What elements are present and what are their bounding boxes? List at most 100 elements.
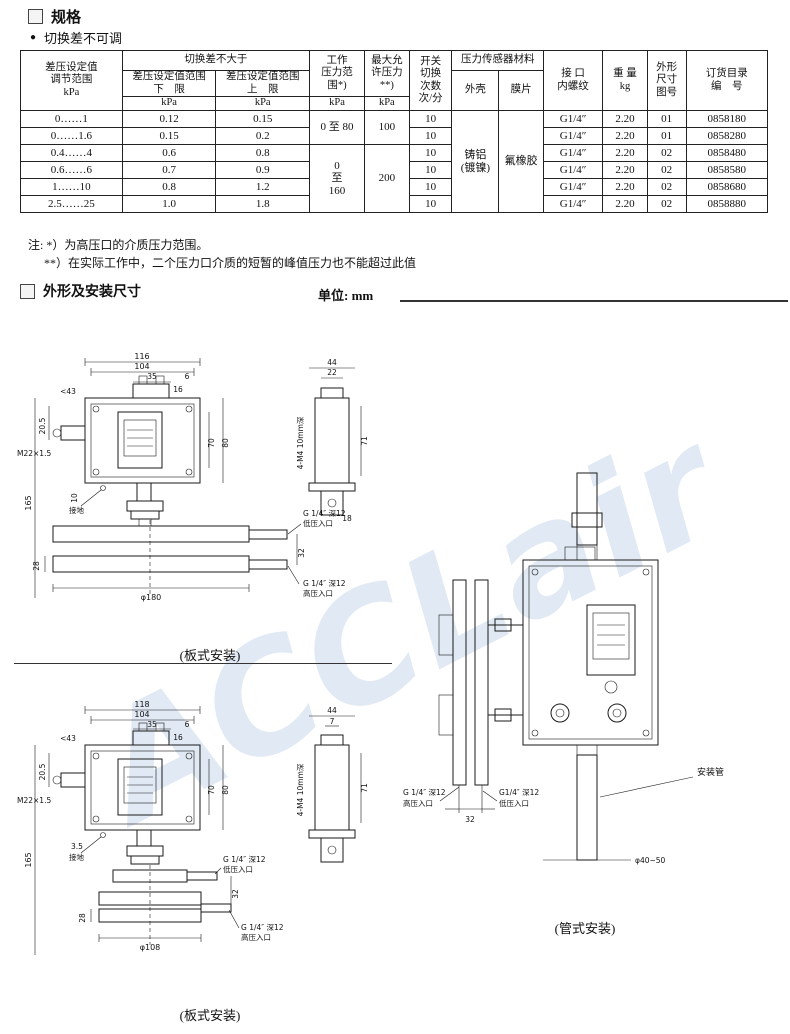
table-cell-merged: 0 至 160 <box>309 144 365 213</box>
col-header-max-pressure: 最大允 许压力 **) <box>363 50 410 97</box>
dim-label: 20.5 <box>38 763 47 780</box>
drawing-pipe-mount: G 1/4″ 深12 高压入口 32 G1/4″ 深12 低压入口 安装管 φ4… <box>403 472 724 865</box>
port-label: G1/4″ 深12 <box>499 788 539 797</box>
col-header-weight: 重 量 kg <box>602 50 648 111</box>
table-cell: 0.8 <box>121 178 217 196</box>
dim-label: 70 <box>207 438 216 448</box>
table-cell-merged: 氟橡胶 <box>498 110 545 213</box>
spec-bullet-text: 切换差不可调 <box>44 31 123 46</box>
dim-label: 10 <box>70 493 79 503</box>
table-cell: 0……1 <box>20 110 123 128</box>
dim-label: 118 <box>134 700 149 709</box>
device-front-view <box>522 546 659 746</box>
unit-kpa: kPa <box>121 96 217 111</box>
drawing-plate-mount-2: 118 104 35 16 6 <43 20.5 M22×1.5 165 70 … <box>17 700 369 955</box>
pipe-label: 安装管 <box>697 766 724 778</box>
divider-line <box>400 300 788 302</box>
spec-bullet-line: ● 切换差不可调 <box>30 28 122 47</box>
table-cell: 0……1.6 <box>20 127 123 145</box>
divider-line <box>14 663 392 664</box>
dim-label: 16 <box>173 733 183 742</box>
port-label: G 1/4″ 深12 <box>403 788 446 797</box>
clamp-plates <box>438 579 523 786</box>
table-cell: 2.5……25 <box>20 195 123 213</box>
dimensions-section-header: 外形及安装尺寸 <box>20 281 141 301</box>
table-cell-merged: 100 <box>363 110 410 145</box>
dim-label: 104 <box>134 710 149 719</box>
col-header-lower-limit: 差压设定值范围 下 限 <box>121 70 217 97</box>
dim-label: φ108 <box>140 943 161 952</box>
dim-label: 80 <box>221 438 230 448</box>
dim-label: 116 <box>134 352 149 361</box>
dim-label: 18 <box>342 514 352 523</box>
dim-label: 28 <box>78 913 87 923</box>
table-cell: 01 <box>646 110 687 128</box>
dim-label: 6 <box>185 372 190 381</box>
col-header-switch-diff: 切换差不大于 <box>121 50 311 71</box>
ground-label: 接地 <box>69 505 84 515</box>
table-cell: G1/4″ <box>543 144 604 162</box>
table-cell: 0858580 <box>685 161 768 179</box>
table-cell: 0.12 <box>121 110 217 128</box>
note-line-1: 注: *）为高压口的介质压力范围。 <box>28 238 209 252</box>
bullet-icon: ● <box>30 32 37 43</box>
spec-table: 差压设定值 调节范围 kPa 切换差不大于 工作 压力范 围*) 最大允 许压力… <box>20 50 768 213</box>
table-cell: 10 <box>408 110 453 128</box>
table-cell: 0.2 <box>215 127 311 145</box>
table-cell: 0.4……4 <box>20 144 123 162</box>
table-cell: 1.8 <box>215 195 311 213</box>
table-cell: G1/4″ <box>543 127 604 145</box>
mounting-flange-view <box>52 482 288 596</box>
table-cell: 1.2 <box>215 178 311 196</box>
ground-label: 接地 <box>69 852 84 862</box>
dim-label: φ40~50 <box>635 856 666 865</box>
dim-label: 28 <box>32 561 41 571</box>
col-header-sensor-material: 压力传感器材料 <box>451 50 545 71</box>
device-front-view <box>52 375 201 491</box>
dim-label: 4-M4 10mm深 <box>296 763 305 816</box>
table-row: 0.4……4 0.6 0.8 0 至 160 200 10 G1/4″ 2.20… <box>20 144 768 213</box>
port-label: G 1/4″ 深12 <box>303 509 346 518</box>
port-label: 低压入口 <box>499 798 529 808</box>
table-cell: G1/4″ <box>543 178 604 196</box>
dimension-labels: 118 104 35 16 6 <43 20.5 M22×1.5 165 70 … <box>17 700 369 952</box>
dimension-labels: 116 104 35 16 6 <43 20.5 M22×1.5 165 10 … <box>17 352 369 602</box>
dim-label: 32 <box>465 815 475 824</box>
drawing-2-caption: (板式安装) <box>179 1008 241 1023</box>
table-cell: 2.20 <box>602 161 648 179</box>
col-header-figure: 外形 尺寸 图号 <box>646 50 687 111</box>
notes-block: 注: *）为高压口的介质压力范围。 **）在实际工作中，二个压力口介质的短暂的峰… <box>28 236 416 272</box>
dim-label: 32 <box>297 548 306 558</box>
table-cell: 2.20 <box>602 178 648 196</box>
table-row: 0……1 0.12 0.15 0 至 80 100 10 铸铝 (镀镍) 氟橡胶… <box>20 110 768 213</box>
device-side-view <box>308 387 356 516</box>
dim-label: 16 <box>173 385 183 394</box>
port-label: 低压入口 <box>303 518 333 528</box>
table-cell: 0.15 <box>121 127 217 145</box>
note-line-2: **）在实际工作中，二个压力口介质的短暂的峰值压力也不能超过此值 <box>44 256 417 270</box>
dim-label: 165 <box>24 495 33 510</box>
dim-label: 165 <box>24 852 33 867</box>
dim-label: 70 <box>207 785 216 795</box>
dim-label: 44 <box>327 706 337 715</box>
table-cell: 10 <box>408 161 453 179</box>
table-cell: G1/4″ <box>543 195 604 213</box>
table-cell: 2.20 <box>602 127 648 145</box>
dim-label: 7 <box>330 717 335 726</box>
dim-label: φ180 <box>141 593 162 602</box>
dim-label: 6 <box>185 720 190 729</box>
table-cell: G1/4″ <box>543 110 604 128</box>
table-cell: 0858480 <box>685 144 768 162</box>
unit-kpa: kPa <box>309 96 365 111</box>
port-label: 高压入口 <box>241 932 271 942</box>
dim-label: M22×1.5 <box>17 449 51 458</box>
table-cell: 0858280 <box>685 127 768 145</box>
dim-label: 32 <box>231 889 240 899</box>
port-label: 高压入口 <box>403 798 433 808</box>
table-cell: 02 <box>646 144 687 162</box>
col-header-diaphragm: 膜片 <box>498 70 545 111</box>
dim-label: 22 <box>327 368 337 377</box>
section-checkbox-icon <box>28 9 43 24</box>
table-cell: 02 <box>646 195 687 213</box>
col-header-range: 差压设定值 调节范围 kPa <box>20 50 123 111</box>
